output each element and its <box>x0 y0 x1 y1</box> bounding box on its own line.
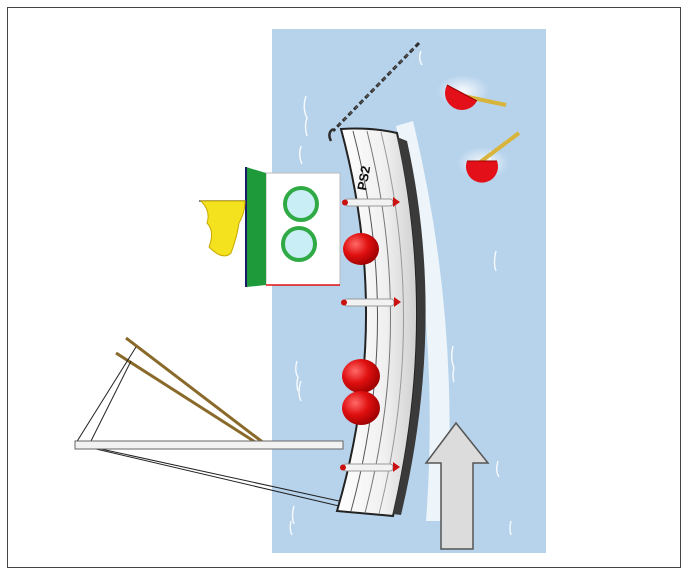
fender-icon <box>343 233 379 265</box>
bumper-bar <box>340 462 400 472</box>
anchor-chain-icon <box>328 41 421 142</box>
porthole-icon <box>281 226 317 262</box>
boat-diagram: PS2 <box>74 29 546 553</box>
fender-icon <box>342 391 380 425</box>
bumper-bar <box>341 297 401 307</box>
pennant-flag-icon <box>199 200 246 257</box>
porthole-icon <box>283 186 319 222</box>
fender-icon <box>342 359 380 393</box>
cabin <box>245 167 341 287</box>
hull-wake <box>396 121 450 521</box>
figure-frame: PS2 <box>7 7 681 568</box>
boat-label: PS2 <box>354 165 373 192</box>
direction-arrow-icon <box>424 421 490 550</box>
bumper-bar <box>342 197 400 207</box>
buoy-icon <box>457 131 521 183</box>
outrigger-icon <box>74 336 344 507</box>
hull <box>335 127 426 518</box>
buoy-icon <box>437 75 507 111</box>
